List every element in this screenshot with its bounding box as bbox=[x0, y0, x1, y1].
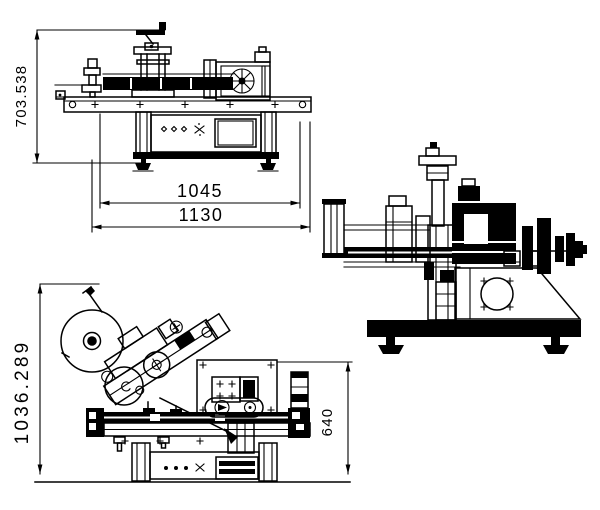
drive-unit bbox=[203, 46, 271, 101]
handwheel bbox=[418, 155, 457, 166]
deck-column bbox=[227, 422, 255, 454]
cabinet-door bbox=[214, 118, 257, 148]
end-view-machine bbox=[322, 142, 587, 354]
base-frame bbox=[367, 320, 581, 354]
labeler-components bbox=[385, 178, 587, 274]
pedestal-hole bbox=[480, 277, 514, 311]
dim-side-deck-height: 640 bbox=[276, 361, 353, 475]
leveling-feet-front bbox=[132, 159, 279, 172]
dim-front-height: 703.538 bbox=[13, 29, 166, 164]
dim-text-703: 703.538 bbox=[13, 65, 30, 128]
side-view: 1036.289 640 bbox=[12, 283, 353, 483]
dim-text-1130: 1130 bbox=[179, 205, 224, 225]
product-band bbox=[102, 73, 234, 90]
conveyor-deck bbox=[86, 408, 311, 452]
column-slab bbox=[424, 224, 457, 321]
deck-equipment bbox=[196, 359, 278, 418]
belt-oval bbox=[204, 397, 264, 418]
side-handwheel bbox=[566, 233, 575, 266]
dim-text-640: 640 bbox=[319, 408, 336, 437]
mast bbox=[418, 142, 457, 227]
head-posts bbox=[143, 401, 182, 413]
adjustment-tower bbox=[131, 46, 175, 98]
brand-mark-side bbox=[195, 463, 205, 472]
machine-legs bbox=[131, 442, 278, 482]
dim-front-inner-width: 1045 bbox=[99, 113, 301, 209]
label-reel bbox=[60, 309, 124, 373]
panel-buttons bbox=[160, 125, 188, 133]
control-cabinet bbox=[133, 111, 279, 159]
applicator-head bbox=[101, 312, 231, 406]
front-view-machine bbox=[54, 22, 312, 172]
side-view-machine bbox=[34, 285, 351, 483]
reel-spindle bbox=[81, 285, 104, 314]
dim-side-overall-height: 1036.289 bbox=[12, 283, 100, 475]
front-view: 703.538 1045 1130 bbox=[13, 22, 312, 233]
side-bracket bbox=[322, 199, 346, 258]
top-lever bbox=[136, 22, 166, 51]
pedestal bbox=[454, 267, 582, 320]
dim-text-1036: 1036.289 bbox=[12, 340, 33, 445]
end-view bbox=[322, 142, 587, 354]
brand-mark bbox=[194, 123, 205, 136]
lower-cabinet bbox=[149, 451, 260, 480]
infeed-guide bbox=[54, 58, 102, 100]
conveyor-rail bbox=[63, 96, 312, 113]
side-column bbox=[290, 371, 309, 409]
dim-front-overall-width: 1130 bbox=[91, 121, 311, 233]
dim-text-1045: 1045 bbox=[177, 181, 223, 201]
